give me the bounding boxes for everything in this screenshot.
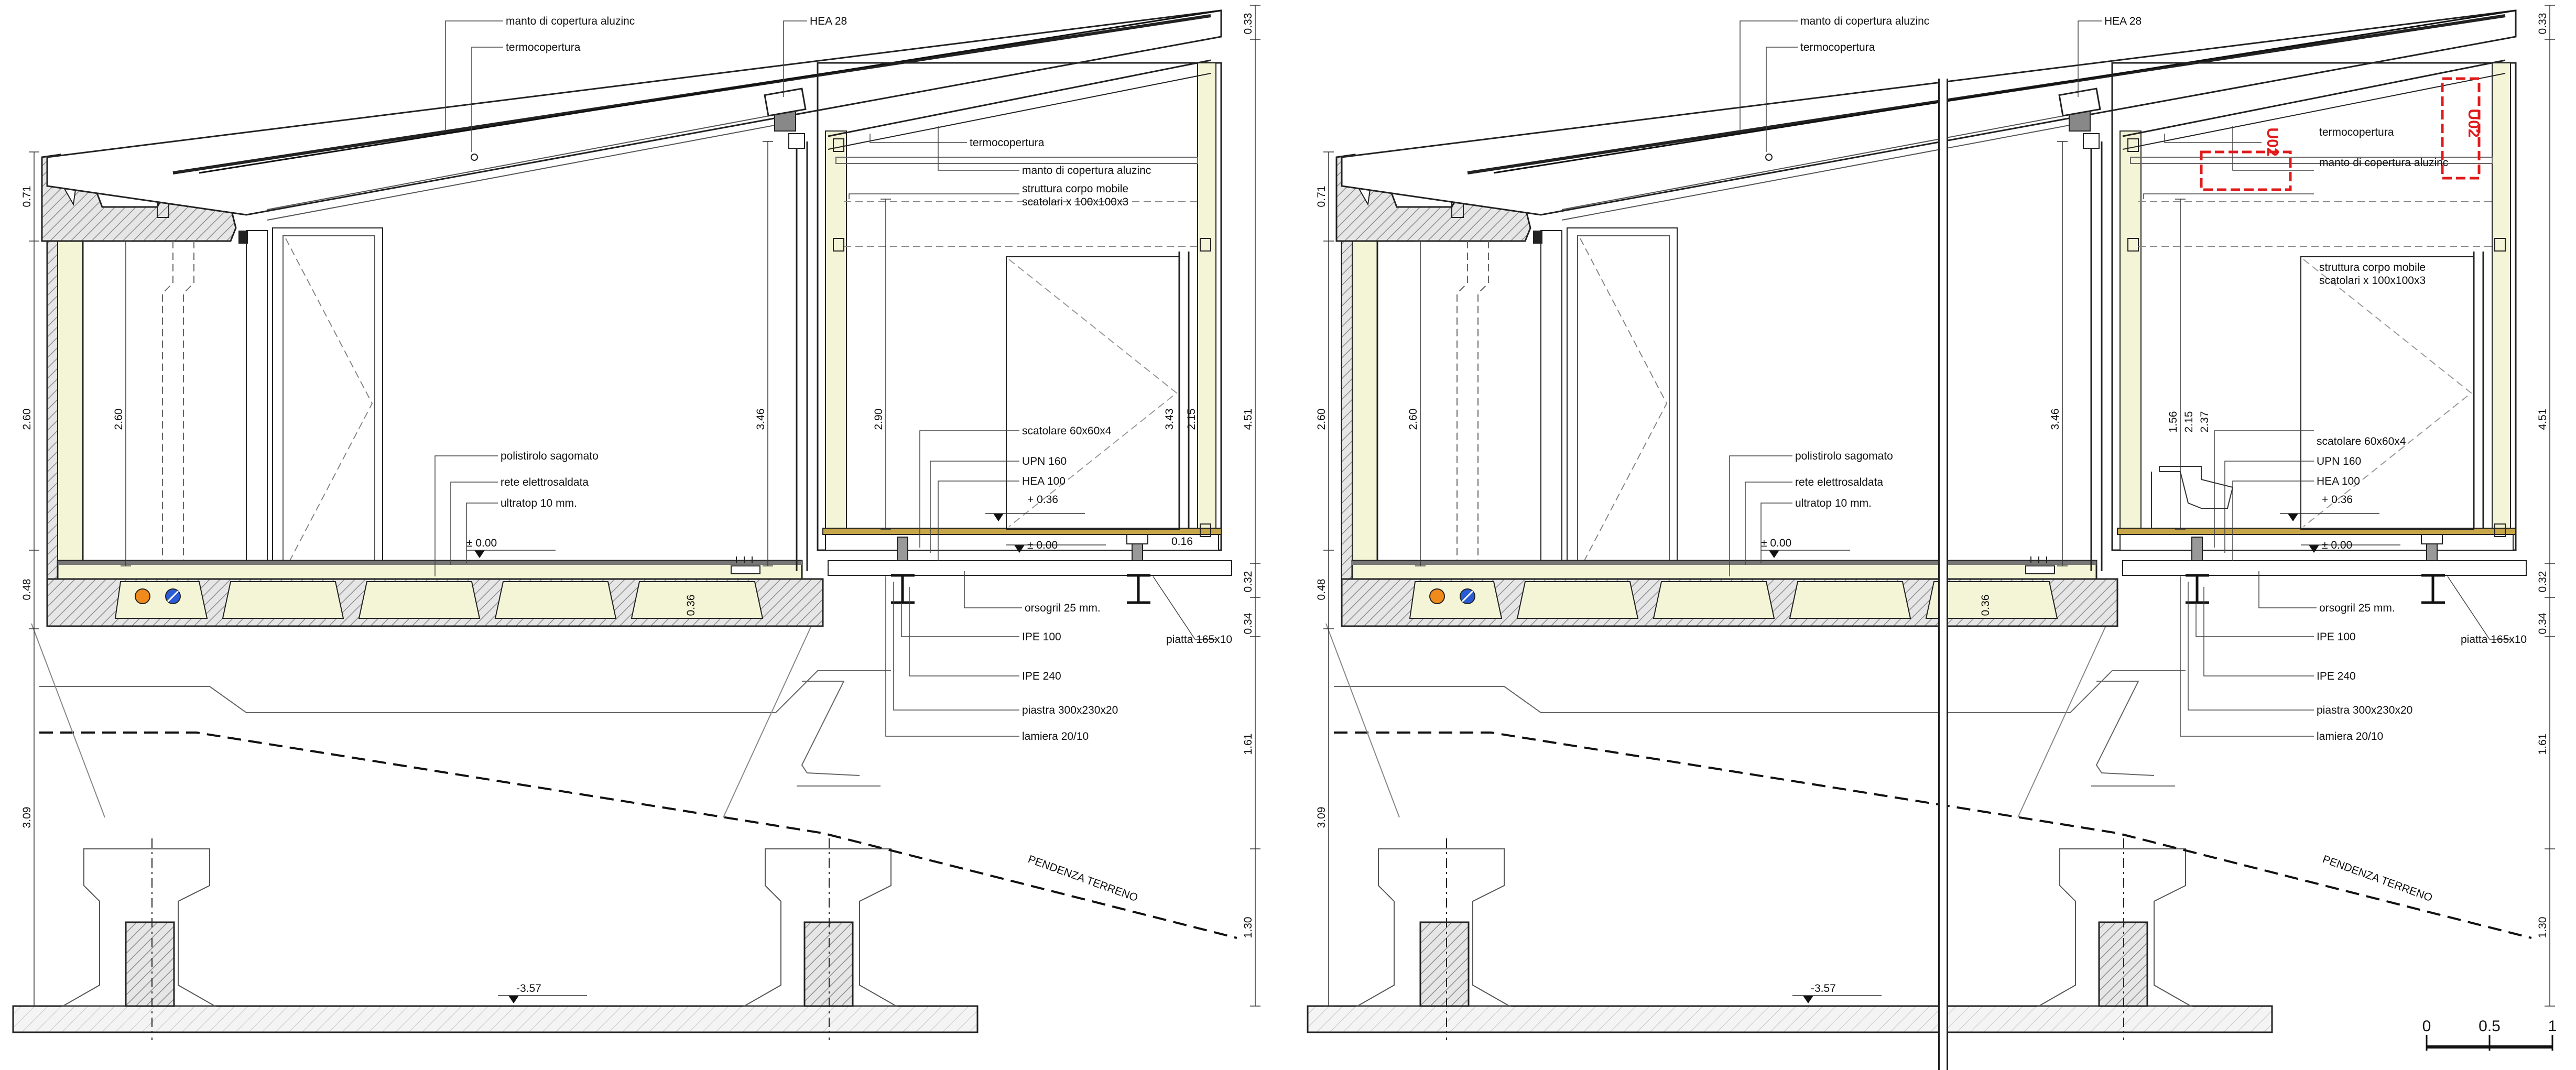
dim-16: 1.30 bbox=[1242, 917, 1254, 938]
level-floor-right: ± 0.00 bbox=[2322, 539, 2352, 551]
level-floor-left: ± 0.00 bbox=[466, 537, 497, 549]
label-frame-line2: scatolari x 100x100x3 bbox=[2319, 275, 2426, 287]
label-roof-insulation-inner: termocopertura bbox=[970, 137, 1045, 149]
label-sheet: lamiera 20/10 bbox=[1022, 730, 1089, 743]
label-box-tube: scatolare 60x60x4 bbox=[1022, 425, 1112, 437]
dim-0: 0.71 bbox=[21, 186, 33, 208]
scale-tick-0: 0 bbox=[2422, 1018, 2431, 1035]
level-foundation: -3.57 bbox=[1811, 982, 1836, 995]
label-slope: PENDENZA TERRENO bbox=[1026, 853, 1139, 904]
dim-11: 0.33 bbox=[1242, 13, 1254, 35]
dim-7: 2.15 bbox=[2183, 411, 2195, 433]
label-roof-insulation: termocopertura bbox=[1800, 41, 1875, 53]
dim-6: 1.56 bbox=[2167, 411, 2179, 433]
dim-13: 0.34 bbox=[2537, 613, 2549, 634]
dim-8: 2.15 bbox=[1186, 409, 1198, 430]
dim-4: 2.60 bbox=[113, 409, 125, 430]
label-ultratop: ultratop 10 mm. bbox=[1795, 497, 1872, 509]
label-ipe240: IPE 240 bbox=[1022, 670, 1061, 682]
dim-1: 2.60 bbox=[1316, 409, 1328, 430]
scale-bar: 0 0.5 1 bbox=[2422, 1018, 2557, 1051]
level-plus: + 0.36 bbox=[1027, 494, 1058, 506]
label-polystyrene: polistirolo sagomato bbox=[501, 450, 599, 462]
break-line bbox=[1938, 79, 1948, 1070]
label-ipe240: IPE 240 bbox=[2317, 670, 2356, 682]
label-frame-line1: struttura corpo mobile bbox=[1022, 183, 1128, 195]
right-labels: manto di copertura aluzinc termocopertur… bbox=[1316, 13, 2549, 995]
scale-tick-1: 0.5 bbox=[2479, 1018, 2501, 1035]
dim-10: 0.36 bbox=[685, 595, 697, 616]
dim-14: 1.61 bbox=[2537, 734, 2549, 755]
scale-tick-2: 1 bbox=[2548, 1018, 2557, 1035]
label-roof-insulation: termocopertura bbox=[506, 41, 581, 53]
dim-6: 2.90 bbox=[873, 409, 885, 430]
dim-3: 3.09 bbox=[1316, 807, 1328, 828]
dim-15: 1.61 bbox=[1242, 734, 1254, 755]
fixture-tag-vertical bbox=[2441, 77, 2481, 180]
dim-3: 3.09 bbox=[21, 807, 33, 828]
level-plus: + 0.36 bbox=[2322, 494, 2353, 506]
label-upn: UPN 160 bbox=[2317, 455, 2361, 467]
label-plate-flat: piatta 165x10 bbox=[2461, 634, 2527, 646]
label-polystyrene: polistirolo sagomato bbox=[1795, 450, 1893, 462]
wc-fixture bbox=[2159, 466, 2234, 509]
label-base-plate: piastra 300x230x20 bbox=[1022, 704, 1118, 716]
dim-2: 0.48 bbox=[21, 579, 33, 600]
label-ipe100: IPE 100 bbox=[2317, 631, 2356, 643]
dim-7: 3.43 bbox=[1164, 409, 1176, 430]
dim-9: 0.36 bbox=[1980, 595, 1992, 616]
label-roof-cladding: manto di copertura aluzinc bbox=[506, 15, 635, 27]
label-mesh: rete elettrosaldata bbox=[1795, 476, 1883, 488]
label-roof-cladding: manto di copertura aluzinc bbox=[1800, 15, 1929, 27]
label-roof-insulation-inner: termocopertura bbox=[2319, 126, 2394, 138]
dim-4: 2.60 bbox=[1407, 409, 1419, 430]
label-hea28: HEA 28 bbox=[2104, 15, 2142, 27]
dim-10: 0.33 bbox=[2537, 13, 2549, 35]
dim-11: 4.51 bbox=[2537, 409, 2549, 430]
dim-9: 0.16 bbox=[1171, 536, 1193, 548]
dim-0: 0.71 bbox=[1316, 186, 1328, 208]
label-frame-line2: scatolari x 100x100x3 bbox=[1022, 196, 1128, 208]
dim-2: 0.48 bbox=[1316, 579, 1328, 600]
label-sheet: lamiera 20/10 bbox=[2317, 730, 2383, 743]
label-grating: orsogril 25 mm. bbox=[2319, 602, 2395, 614]
label-roof-cladding-inner: manto di copertura aluzinc bbox=[2319, 157, 2448, 169]
label-mesh: rete elettrosaldata bbox=[501, 476, 589, 488]
fixture-tag-label-2: U02 bbox=[2465, 108, 2482, 137]
dim-12: 0.32 bbox=[2537, 571, 2549, 593]
section-left bbox=[13, 5, 1260, 1040]
label-plate-flat: piatta 165x10 bbox=[1166, 634, 1232, 646]
label-base-plate: piastra 300x230x20 bbox=[2317, 704, 2412, 716]
dim-5: 3.46 bbox=[2049, 409, 2061, 430]
dim-13: 0.32 bbox=[1242, 571, 1254, 593]
label-hea28: HEA 28 bbox=[810, 15, 847, 27]
dim-8: 2.37 bbox=[2199, 411, 2211, 433]
fixture-tag-horizontal bbox=[2200, 150, 2292, 191]
label-slope: PENDENZA TERRENO bbox=[2321, 853, 2434, 904]
label-hea100: HEA 100 bbox=[1022, 475, 1066, 487]
label-hea100: HEA 100 bbox=[2317, 475, 2360, 487]
dim-1: 2.60 bbox=[21, 409, 33, 430]
level-floor-left: ± 0.00 bbox=[1761, 537, 1791, 549]
dim-15: 1.30 bbox=[2537, 917, 2549, 938]
label-frame-line1: struttura corpo mobile bbox=[2319, 261, 2426, 274]
label-upn: UPN 160 bbox=[1022, 455, 1067, 467]
label-ipe100: IPE 100 bbox=[1022, 631, 1061, 643]
dim-12: 4.51 bbox=[1242, 409, 1254, 430]
level-floor-right: ± 0.00 bbox=[1027, 539, 1058, 551]
label-grating: orsogril 25 mm. bbox=[1025, 602, 1101, 614]
label-roof-cladding-inner: manto di copertura aluzinc bbox=[1022, 165, 1151, 177]
label-box-tube: scatolare 60x60x4 bbox=[2317, 435, 2406, 447]
fixture-tag-label-1: U02 bbox=[2264, 127, 2281, 156]
dim-14: 0.34 bbox=[1242, 613, 1254, 634]
label-ultratop: ultratop 10 mm. bbox=[501, 497, 577, 509]
dim-5: 3.46 bbox=[755, 409, 767, 430]
level-foundation: -3.57 bbox=[516, 982, 541, 995]
